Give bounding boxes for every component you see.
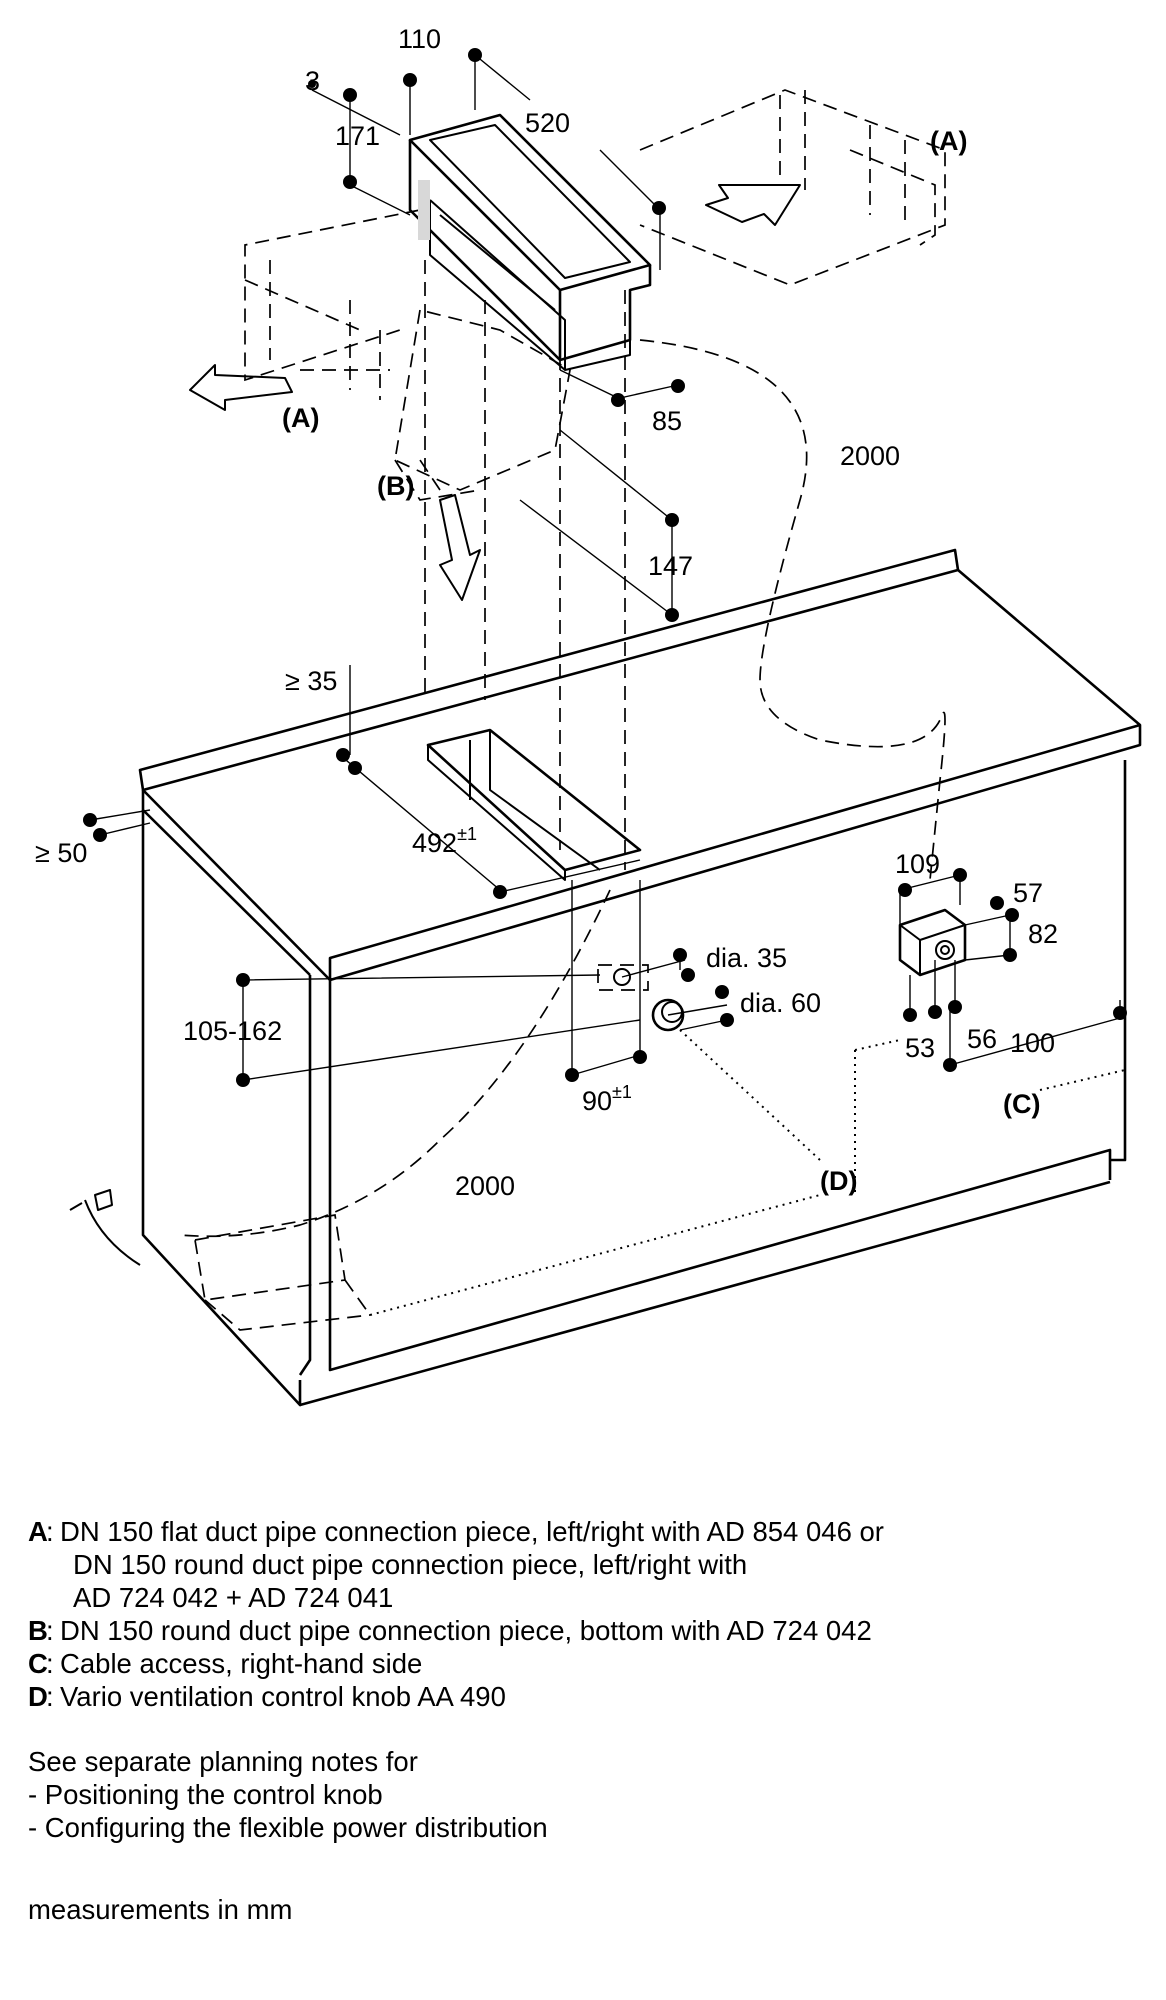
legend-item-b: B: DN 150 round duct pipe connection pie… [28, 1614, 1128, 1647]
legend-text: DN 150 round duct pipe connection piece,… [60, 1615, 872, 1646]
installation-diagram: 3 110 520 171 85 2000 147 ≥ 35 ≥ 50 492±… [35, 24, 1142, 1407]
legend-text: AD 724 042 + AD 724 041 [73, 1582, 394, 1613]
dim-56: 56 [967, 1024, 997, 1054]
legend-text: Vario ventilation control knob AA 490 [60, 1681, 506, 1712]
legend-item-c: C: Cable access, right-hand side [28, 1647, 1128, 1680]
dimension-labels: 3 110 520 171 85 2000 147 ≥ 35 ≥ 50 492±… [35, 24, 1058, 1201]
downdraft-unit [408, 113, 652, 371]
legend-key: B [28, 1615, 48, 1646]
dim-147: 147 [648, 551, 693, 581]
dim-171: 171 [335, 121, 380, 151]
dim-2000-top: 2000 [840, 441, 900, 471]
units-note: measurements in mm [28, 1894, 293, 1925]
legend-text: DN 150 flat duct pipe connection piece, … [60, 1516, 884, 1547]
legend-key: A [28, 1516, 48, 1547]
dim-520: 520 [525, 108, 570, 138]
dim-109: 109 [895, 849, 940, 879]
legend-item-d: D: Vario ventilation control knob AA 490 [28, 1680, 1128, 1713]
dim-110: 110 [398, 24, 441, 54]
legend-text: Cable access, right-hand side [60, 1648, 423, 1679]
notes-intro: See separate planning notes for [28, 1746, 418, 1777]
legend-text: DN 150 round duct pipe connection piece,… [73, 1549, 748, 1580]
duct-channels [179, 89, 946, 1238]
worktop-cabinet [69, 548, 1142, 1407]
dim-100: 100 [1010, 1028, 1055, 1058]
dim-492: 492±1 [412, 824, 477, 858]
callout-a-right: (A) [930, 126, 967, 156]
dim-dia-60: dia. 60 [740, 988, 821, 1018]
callout-c: (C) [1003, 1089, 1040, 1119]
airflow-arrows [189, 184, 801, 601]
dim-2000-bottom: 2000 [455, 1171, 515, 1201]
dim-82: 82 [1028, 919, 1058, 949]
notes-line-2: - Configuring the flexible power distrib… [28, 1812, 548, 1843]
dim-53: 53 [905, 1033, 935, 1063]
legend-key: C [28, 1648, 48, 1679]
dim-min-35: ≥ 35 [285, 666, 337, 696]
legend-item-a-cont2: AD 724 042 + AD 724 041 [28, 1581, 1128, 1614]
callout-labels: (A) (A) (B) (C) (D) [282, 126, 1040, 1196]
dim-57: 57 [1013, 878, 1043, 908]
callout-b: (B) [377, 471, 414, 501]
dim-3: 3 [305, 66, 320, 96]
dim-90: 90±1 [582, 1082, 632, 1116]
legend: A: DN 150 flat duct pipe connection piec… [28, 1515, 1128, 1713]
dim-105-162: 105-162 [183, 1016, 282, 1046]
callout-d: (D) [820, 1166, 857, 1196]
planning-notes: See separate planning notes for - Positi… [28, 1745, 548, 1844]
notes-line-1: - Positioning the control knob [28, 1779, 383, 1810]
dim-dia-35: dia. 35 [706, 943, 787, 973]
legend-item-a: A: DN 150 flat duct pipe connection piec… [28, 1515, 1128, 1548]
dim-85: 85 [652, 406, 682, 436]
callout-a-left: (A) [282, 403, 319, 433]
legend-key: D [28, 1681, 48, 1712]
dim-min-50: ≥ 50 [35, 838, 87, 868]
legend-item-a-cont1: DN 150 round duct pipe connection piece,… [28, 1548, 1128, 1581]
dimension-lines [83, 48, 1127, 1087]
